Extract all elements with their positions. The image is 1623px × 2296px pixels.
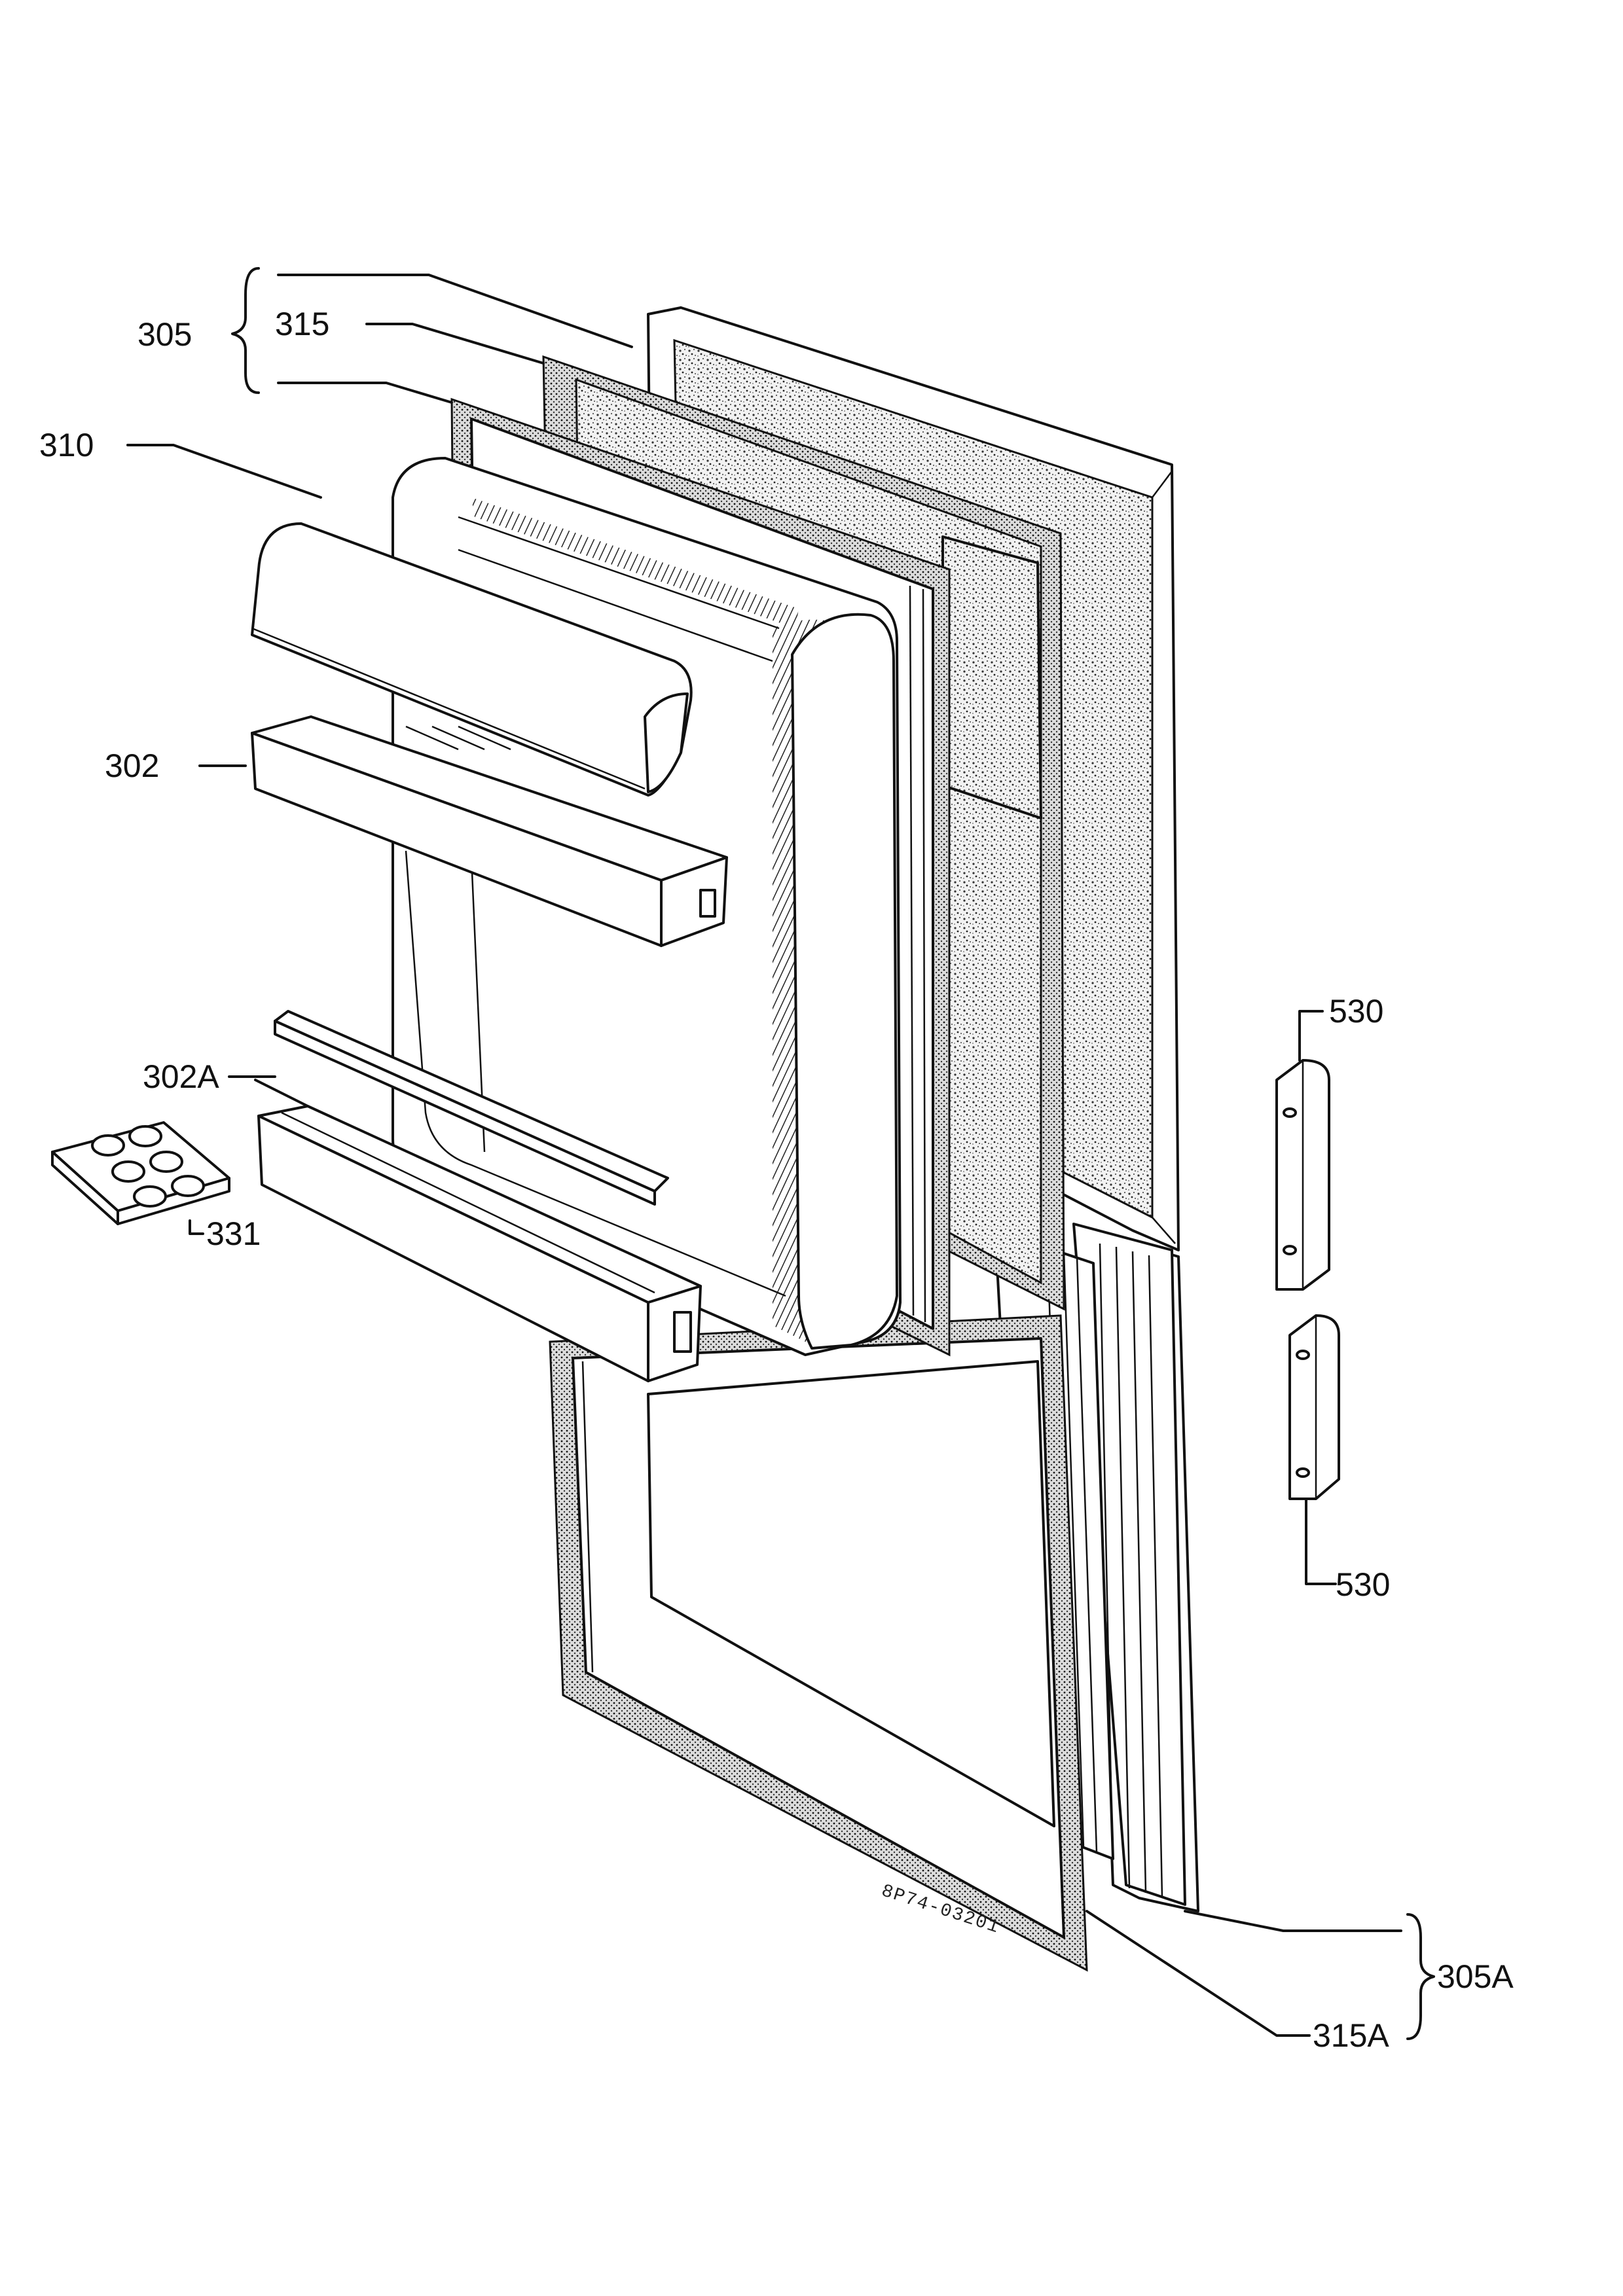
lower-door-outer-panel xyxy=(1072,1223,1199,1912)
bottle-rail-302a xyxy=(274,1010,669,1206)
label-302: 302 xyxy=(105,747,159,784)
label-315a: 315A xyxy=(1313,2017,1389,2054)
bottle-shelf-302a xyxy=(257,1105,702,1382)
butter-compartment-cover-310 xyxy=(251,522,693,797)
door-hinge-530-bottom xyxy=(1288,1314,1340,1500)
label-331: 331 xyxy=(206,1215,261,1252)
label-315: 315 xyxy=(275,306,329,342)
label-305: 305 xyxy=(137,316,192,353)
label-305a: 305A xyxy=(1437,1958,1514,1995)
leader-lines xyxy=(126,267,1435,2040)
label-530-top: 530 xyxy=(1329,993,1383,1030)
lower-door-gasket-315a xyxy=(549,1314,1088,1972)
door-hinge-530-top xyxy=(1275,1059,1330,1291)
label-302a: 302A xyxy=(143,1058,219,1095)
label-310: 310 xyxy=(39,427,94,463)
door-shelf-302 xyxy=(251,715,728,947)
label-530-bottom: 530 xyxy=(1336,1566,1390,1603)
egg-tray-331 xyxy=(51,1121,230,1225)
